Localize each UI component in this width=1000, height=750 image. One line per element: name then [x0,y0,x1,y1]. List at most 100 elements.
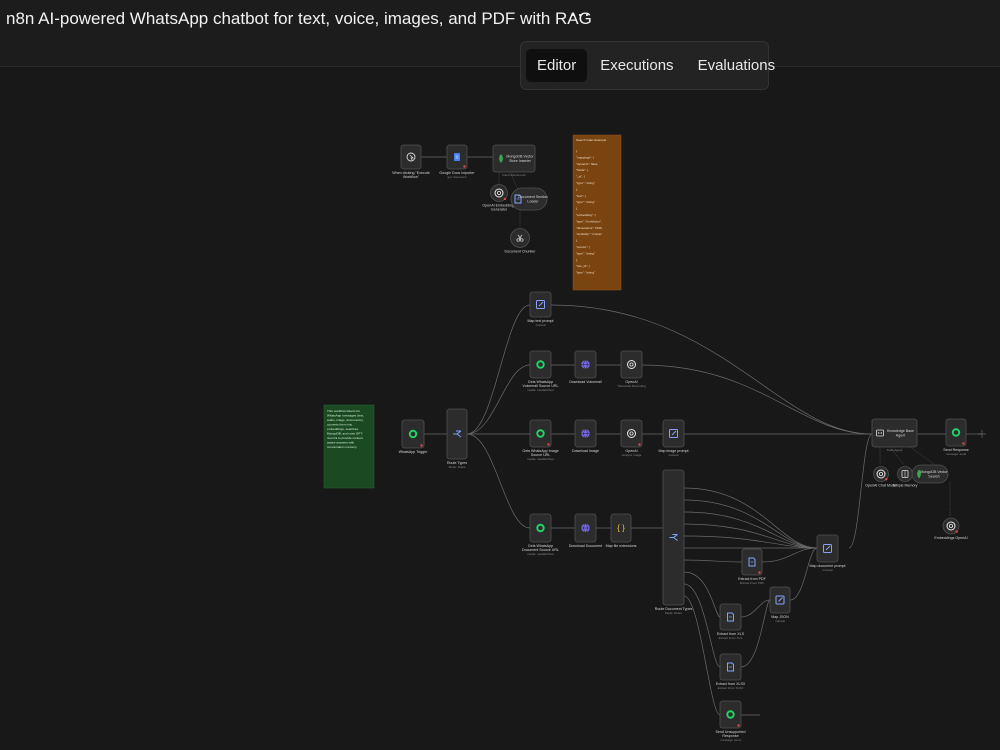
node-label-line2: Voicemail Source URL [523,384,559,388]
note-line: "text": { [576,194,586,198]
error-indicator [638,443,641,446]
connection [683,595,721,716]
node-openai-chat[interactable]: OpenAI Chat Model [865,466,897,488]
note-line: "type": "string" [576,200,595,204]
node-simple-memory[interactable]: Simple Memory [893,466,918,488]
node-label: Extract from XLSX [716,682,746,686]
node-label: WhatsApp Trigger [399,450,429,454]
connection [848,433,873,549]
node-body[interactable] [871,418,918,448]
canvas-grid [0,67,1000,750]
node-body[interactable] [873,466,889,482]
workflow-title[interactable]: n8n AI-powered WhatsApp chatbot for text… [6,9,592,28]
sticky-note-search-index[interactable]: Search Index Example {"mappings": {"dyna… [572,134,622,291]
node-body[interactable] [620,350,643,379]
node-label: Send Response [943,448,969,452]
edit-icon [775,595,785,605]
node-download-image[interactable]: Download Image [572,419,599,453]
error-indicator [737,724,740,727]
node-map-ext[interactable]: { }Map file extensions [606,513,637,548]
node-body[interactable] [942,517,960,535]
whatsapp-icon [951,428,961,437]
node-body[interactable] [510,187,548,211]
file-icon [727,612,734,622]
node-label: OpenAI [625,380,637,384]
node-download-voice[interactable]: Download Voicemail [569,350,602,384]
note-line: { [576,149,577,153]
node-label: Document Section [518,195,547,199]
whatsapp-icon [726,710,735,719]
connection [740,599,771,668]
braces-icon: { } [617,524,625,533]
node-subtitle: media: mediaUrlGet [527,457,554,461]
more-options-icon[interactable]: ··· [570,4,591,24]
error-indicator [547,443,550,446]
node-label: Google Docs Importer [439,171,475,175]
node-wa-trigger[interactable]: WhatsApp Trigger [399,419,429,454]
node-body[interactable] [610,513,632,543]
note-line: }, [576,207,578,211]
node-body[interactable] [911,464,949,484]
whatsapp-icon [536,360,545,369]
node-doc-chunker[interactable]: Document Chunker [505,228,537,254]
node-body[interactable] [400,144,422,170]
node-download-doc[interactable]: Download Document [569,513,602,548]
node-label: OpenAI Chat Model [865,484,897,488]
top-bar: n8n AI-powered WhatsApp chatbot for text… [0,0,1000,67]
connection [683,523,818,549]
openai-icon [494,188,504,198]
gdocs-icon [454,153,460,161]
note-line: "mappings": { [576,155,594,159]
note-line: "similarity": "cosine" [576,232,602,236]
note-line: }, [576,258,578,262]
node-label: Embeddings OpenAI [934,536,967,540]
connection [761,547,818,563]
route-icon [669,534,678,541]
node-body[interactable] [492,144,536,173]
node-body[interactable] [490,184,508,202]
workflow-canvas[interactable]: Search Index Example {"mappings": {"dyna… [0,67,1000,750]
cut-icon [516,234,524,242]
error-indicator [962,442,965,445]
connection [509,171,519,191]
node-label: Knowledge Base [887,429,914,433]
connection [466,433,531,529]
note-line: aware answers with [327,441,354,445]
node-label: Download Voicemail [569,380,602,384]
add-node-handle[interactable] [978,430,986,438]
node-body[interactable] [620,419,643,448]
connection [683,511,818,549]
node-subtitle: manual [823,568,833,572]
error-indicator [420,444,423,447]
globe-icon [581,428,590,438]
node-label: Download Image [572,449,599,453]
node-embed-openai-bottom[interactable]: Embeddings OpenAI [934,517,968,540]
connection [641,364,873,435]
error-indicator [955,530,958,533]
connection [683,499,818,549]
